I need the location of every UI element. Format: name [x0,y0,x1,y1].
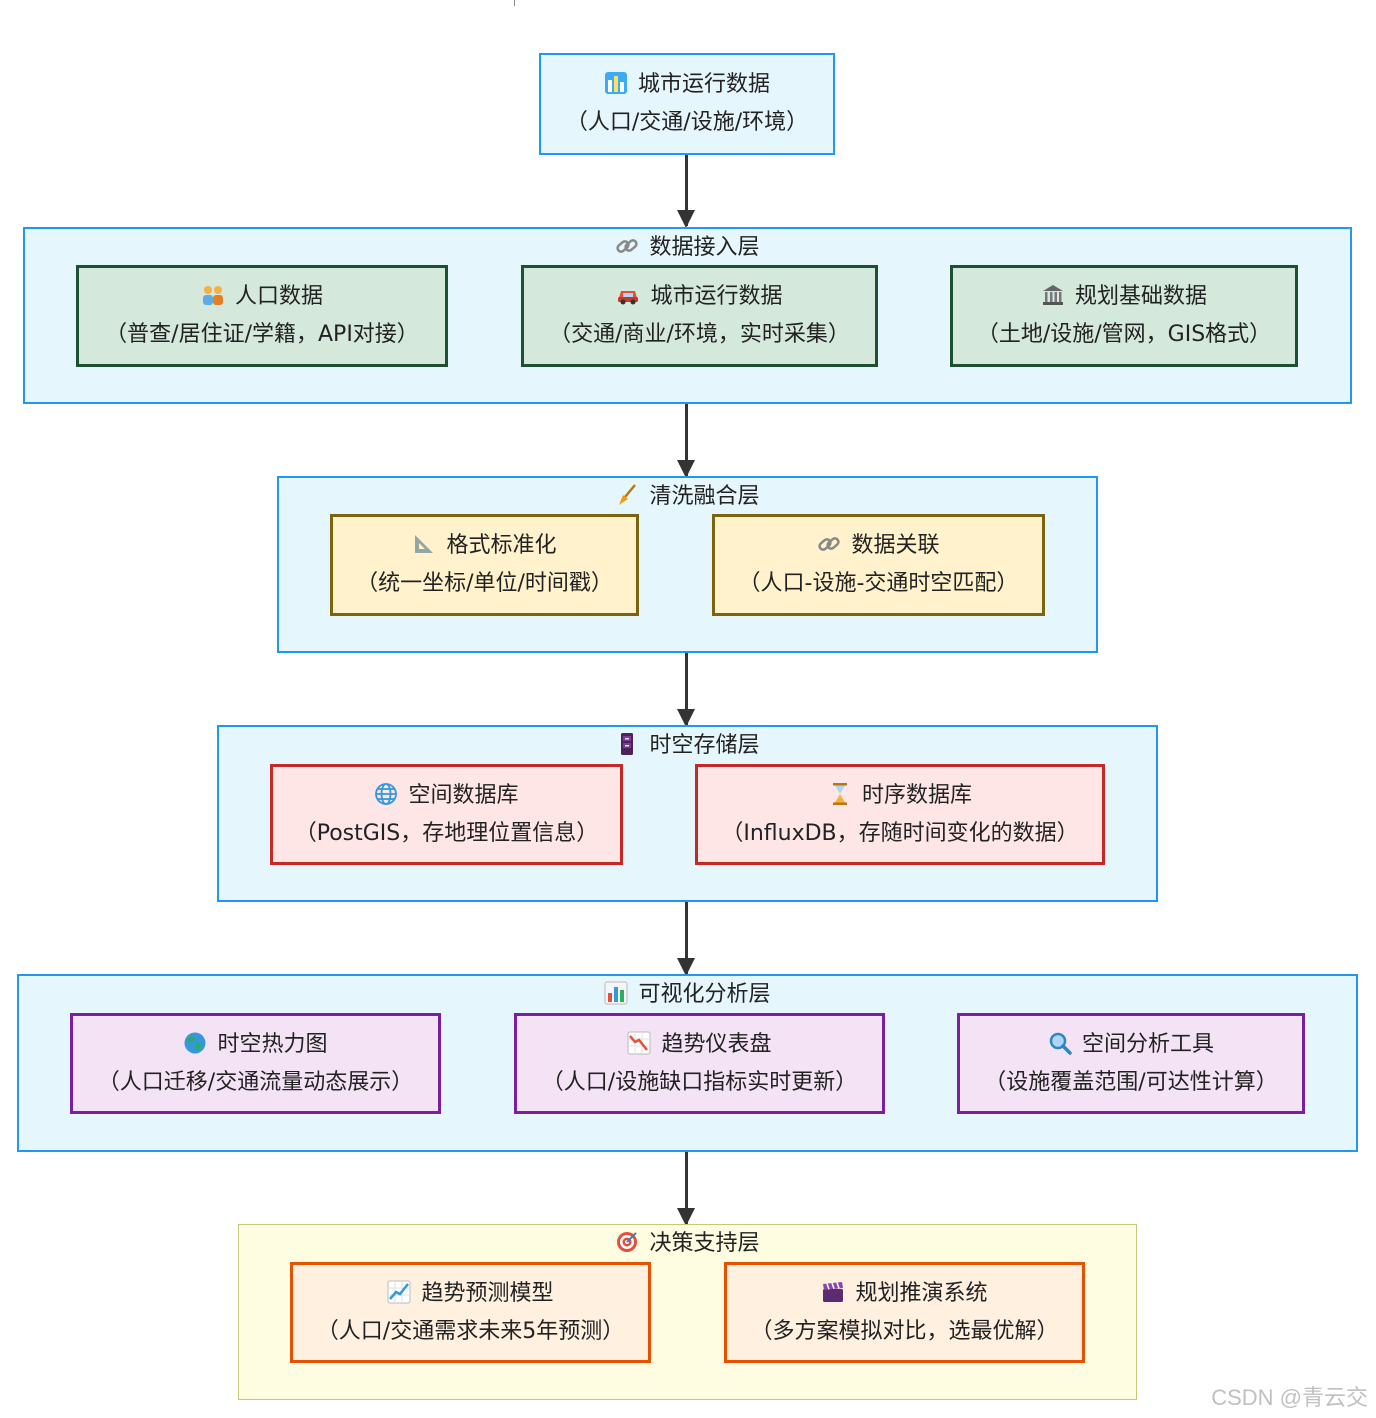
node-title: 时序数据库 [861,782,972,808]
link-icon [817,532,841,556]
node-title: 规划基础数据 [1074,284,1207,309]
layer-title: 时空存储层 [219,731,1156,761]
node-subtitle: （InfluxDB，存随时间变化的数据） [721,820,1079,846]
magnifier-icon [1048,1031,1072,1055]
top-edge-mark [514,0,515,6]
file-cabinet-icon [615,732,639,756]
target-icon [615,1230,639,1254]
node-title: 空间分析工具 [1081,1031,1214,1057]
node-subtitle: （人口/交通需求未来5年预测） [316,1318,625,1344]
arrow-2 [677,404,695,478]
node-subtitle: （多方案模拟对比，选最优解） [750,1318,1059,1344]
spatial-database-node[interactable]: 空间数据库 （PostGIS，存地理位置信息） [270,764,623,865]
node-title: 人口数据 [234,284,323,309]
node-title: 时空热力图 [217,1031,328,1057]
triangular-ruler-icon [412,532,436,556]
layer-title-text: 可视化分析层 [638,982,771,1007]
chart-decreasing-icon [627,1031,651,1055]
layer-title-text: 数据接入层 [649,235,760,260]
arrow-4 [677,902,695,976]
arrow-3 [677,653,695,727]
node-subtitle: （人口迁移/交通流量动态展示） [97,1069,414,1095]
node-title: 规划推演系统 [855,1280,988,1306]
hourglass-icon [828,782,852,806]
bar-chart-icon [604,981,628,1005]
classical-building-icon [1041,283,1065,307]
node-subtitle: （普查/居住证/学籍，API对接） [105,322,419,347]
layer-title: 清洗融合层 [279,482,1096,512]
node-title: 城市运行数据 [637,72,770,97]
node-subtitle: （人口/交通/设施/环境） [565,110,809,135]
layer-title: 决策支持层 [239,1229,1136,1259]
layer-title: 可视化分析层 [19,980,1356,1010]
chart-increasing-icon [387,1280,411,1304]
watermark: CSDN @青云交 [1211,1385,1368,1410]
trend-prediction-model-node[interactable]: 趋势预测模型 （人口/交通需求未来5年预测） [290,1262,651,1363]
planning-simulation-system-node[interactable]: 规划推演系统 （多方案模拟对比，选最优解） [724,1262,1085,1363]
arrow-1 [677,155,695,228]
people-icon [201,283,225,307]
time-series-database-node[interactable]: 时序数据库 （InfluxDB，存随时间变化的数据） [695,764,1105,865]
node-subtitle: （统一坐标/单位/时间戳） [356,571,613,596]
spatial-analysis-tool-node[interactable]: 空间分析工具 （设施覆盖范围/可达性计算） [957,1013,1305,1114]
node-subtitle: （人口/设施缺口指标实时更新） [541,1069,858,1095]
node-title: 空间数据库 [408,782,519,808]
urban-operation-data-node[interactable]: 城市运行数据 （交通/商业/环境，实时采集） [521,265,878,367]
node-subtitle: （交通/商业/环境，实时采集） [549,322,850,347]
population-data-node[interactable]: 人口数据 （普查/居住证/学籍，API对接） [76,265,448,367]
link-icon [615,234,639,258]
format-standardization-node[interactable]: 格式标准化 （统一坐标/单位/时间戳） [330,514,639,616]
planning-base-data-node[interactable]: 规划基础数据 （土地/设施/管网，GIS格式） [950,265,1298,367]
node-title: 格式标准化 [446,533,557,558]
globe-meridians-icon [374,782,398,806]
node-title: 数据关联 [851,533,940,558]
layer-title-text: 清洗融合层 [649,484,760,509]
layer-title-text: 决策支持层 [649,1231,760,1256]
car-icon [616,283,640,307]
broom-icon [615,483,639,507]
globe-icon [183,1031,207,1055]
node-subtitle: （土地/设施/管网，GIS格式） [976,322,1272,347]
city-operation-data-node[interactable]: 城市运行数据 （人口/交通/设施/环境） [539,53,835,155]
layer-title: 数据接入层 [25,233,1350,263]
node-title: 趋势预测模型 [421,1280,554,1306]
data-association-node[interactable]: 数据关联 （人口-设施-交通时空匹配） [712,514,1045,616]
node-subtitle: （设施覆盖范围/可达性计算） [984,1069,1278,1095]
node-subtitle: （PostGIS，存地理位置信息） [294,820,599,846]
node-title: 城市运行数据 [650,284,783,309]
arrow-5 [677,1152,695,1226]
trend-dashboard-node[interactable]: 趋势仪表盘 （人口/设施缺口指标实时更新） [514,1013,885,1114]
clapper-board-icon [821,1280,845,1304]
layer-title-text: 时空存储层 [649,733,760,758]
cityscape-icon [604,71,628,95]
node-subtitle: （人口-设施-交通时空匹配） [738,571,1019,596]
node-title: 趋势仪表盘 [661,1031,772,1057]
spatiotemporal-heatmap-node[interactable]: 时空热力图 （人口迁移/交通流量动态展示） [70,1013,441,1114]
